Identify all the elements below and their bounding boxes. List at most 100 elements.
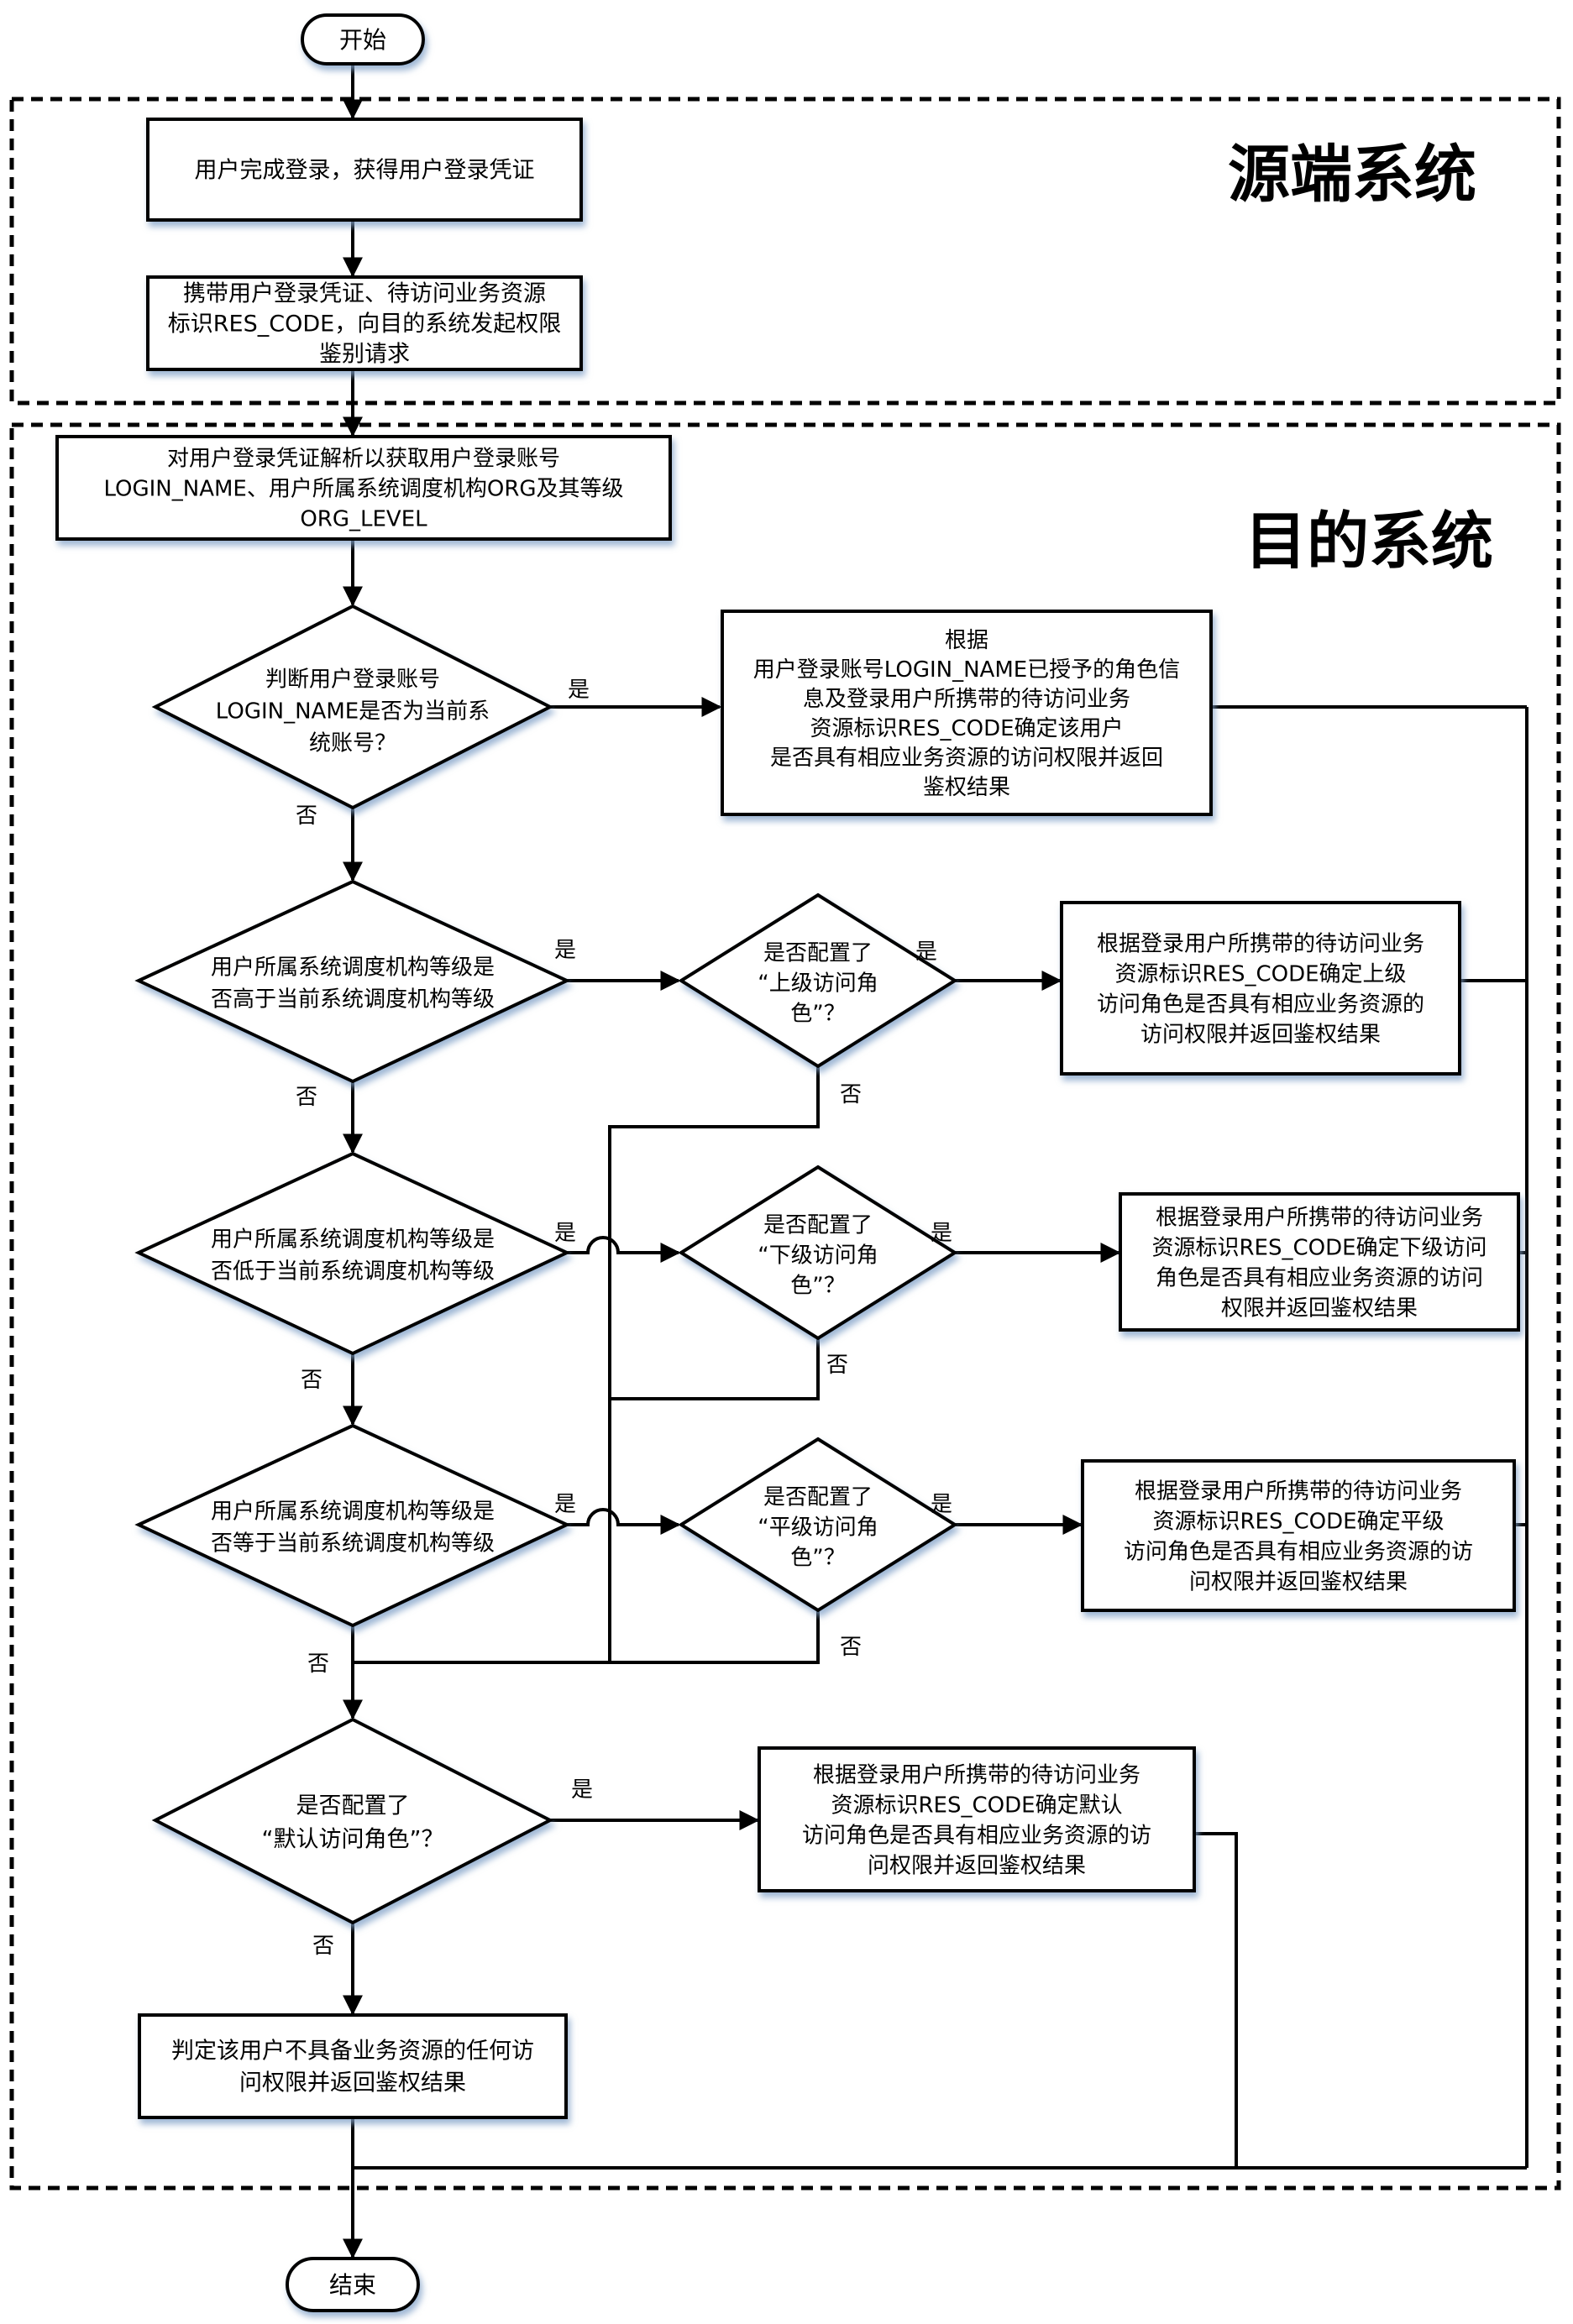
- end-node: 结束: [286, 2257, 420, 2312]
- target-system-region: [9, 422, 1561, 2191]
- peer-role-decision-text-line: 是否配置了: [763, 1484, 873, 1510]
- label-no-upper-role: 否: [840, 1082, 862, 1107]
- default-result-text-line: 根据登录用户所携带的待访问业务: [813, 1762, 1140, 1787]
- login-text-line: 用户完成登录，获得用户登录凭证: [195, 158, 535, 184]
- label-yes-upper-role: 是: [915, 940, 937, 965]
- peer-role-decision: [678, 1437, 958, 1613]
- end-label: 结束: [329, 2271, 376, 2299]
- current-account-decision-text-line: LOGIN_NAME是否为当前系: [216, 699, 490, 724]
- lower-result-text: 根据登录用户所携带的待访问业务资源标识RES_CODE确定下级访问角色是否具有相…: [1151, 1205, 1486, 1321]
- label-no-default: 否: [312, 1934, 334, 1959]
- current-account-decision: [151, 604, 554, 810]
- request-box: [146, 275, 583, 371]
- current-result-text-line: 用户登录账号LOGIN_NAME已授予的角色信: [753, 657, 1180, 683]
- upper-role-decision-text-line: 是否配置了: [763, 940, 873, 966]
- lower-role-decision: [678, 1165, 958, 1341]
- lower-role-decision-text-line: 色”？: [790, 1273, 845, 1298]
- request-text-line: 鉴别请求: [319, 342, 410, 368]
- lower-level-decision-text-line: 用户所属系统调度机构等级是: [211, 1227, 495, 1252]
- peer-role-decision-text-line: “平级访问角: [758, 1515, 878, 1540]
- edge-yes-lower: [567, 1236, 681, 1263]
- peer-result-text-line: 资源标识RES_CODE确定平级: [1152, 1509, 1444, 1534]
- lower-role-decision-text-line: “下级访问角: [758, 1243, 878, 1268]
- peer-result-box: [1081, 1459, 1516, 1612]
- parse-box: [55, 435, 672, 541]
- upper-result-text-line: 访问角色是否具有相应业务资源的: [1097, 992, 1424, 1017]
- peer-result-text-line: 根据登录用户所携带的待访问业务: [1135, 1479, 1462, 1504]
- request-text-line: 携带用户登录凭证、待访问业务资源: [183, 281, 546, 307]
- edge-no-peer-role: [610, 1610, 820, 1664]
- current-result-text-line: 资源标识RES_CODE确定该用户: [810, 716, 1123, 741]
- parse-text-line: LOGIN_NAME、用户所属系统调度机构ORG及其等级: [103, 476, 623, 501]
- start-node: 开始: [301, 13, 425, 65]
- default-result-text-line: 访问角色是否具有相应业务资源的访: [802, 1823, 1151, 1848]
- default-result-text-line: 资源标识RES_CODE确定默认: [831, 1793, 1122, 1818]
- parse-text-line: 对用户登录凭证解析以获取用户登录账号: [167, 446, 560, 471]
- lower-result-box: [1119, 1192, 1520, 1332]
- current-result-text-line: 鉴权结果: [923, 775, 1010, 800]
- target-system-label: 目的系统: [1245, 505, 1493, 578]
- rail-default: [1194, 1832, 1238, 2168]
- default-role-decision-text: 是否配置了“默认访问角色”？: [262, 1793, 444, 1853]
- label-no-lower-role: 否: [826, 1353, 848, 1378]
- start-label: 开始: [339, 26, 386, 54]
- peer-role-decision-text-line: 色”？: [790, 1545, 845, 1570]
- login-box: [146, 118, 583, 222]
- label-yes-default: 是: [571, 1777, 593, 1803]
- edge-no-upper-role: [353, 1066, 820, 1664]
- default-role-decision: [151, 1717, 554, 1925]
- higher-level-decision-text-line: 否高于当前系统调度机构等级: [211, 987, 495, 1012]
- current-result-text-line: 息及登录用户所携带的待访问业务: [803, 687, 1130, 712]
- source-system-region: [9, 97, 1561, 406]
- equal-level-decision: [134, 1423, 571, 1628]
- current-account-decision-text-line: 判断用户登录账号: [265, 667, 440, 692]
- higher-level-decision: [134, 879, 571, 1084]
- lower-result-text-line: 资源标识RES_CODE确定下级访问: [1151, 1235, 1486, 1260]
- current-result-text: 根据用户登录账号LOGIN_NAME已授予的角色信息及登录用户所携带的待访问业务…: [753, 628, 1180, 800]
- upper-role-decision-text-line: “上级访问角: [758, 971, 878, 996]
- label-yes-lower: 是: [554, 1221, 576, 1246]
- deny-text-line: 判定该用户不具备业务资源的任何访: [171, 2039, 534, 2065]
- label-no-equal: 否: [307, 1651, 329, 1677]
- upper-role-decision: [678, 892, 958, 1069]
- edge-yes-equal: [567, 1508, 681, 1535]
- upper-result-box: [1060, 901, 1461, 1076]
- current-result-text-line: 根据: [945, 628, 988, 653]
- lower-result-text-line: 根据登录用户所携带的待访问业务: [1156, 1205, 1483, 1230]
- end-shape: [286, 2257, 420, 2312]
- label-yes-lower-role: 是: [931, 1221, 952, 1246]
- lower-role-decision-text-line: 是否配置了: [763, 1212, 873, 1238]
- login-text: 用户完成登录，获得用户登录凭证: [195, 158, 535, 184]
- upper-result-text-line: 资源标识RES_CODE确定上级: [1114, 961, 1406, 987]
- label-no-higher: 否: [296, 1085, 317, 1110]
- lower-result-text-line: 权限并返回鉴权结果: [1221, 1295, 1418, 1321]
- start-shape: [301, 13, 425, 65]
- default-result-text: 根据登录用户所携带的待访问业务资源标识RES_CODE确定默认访问角色是否具有相…: [802, 1762, 1151, 1878]
- deny-text-line: 问权限并返回鉴权结果: [239, 2070, 466, 2096]
- connectors: [343, 64, 1528, 2259]
- equal-level-decision-text-line: 否等于当前系统调度机构等级: [211, 1531, 495, 1556]
- label-yes-current: 是: [568, 678, 590, 703]
- current-result-text-line: 是否具有相应业务资源的访问权限并返回: [770, 746, 1163, 771]
- source-system-label: 源端系统: [1228, 139, 1476, 211]
- edge-no-lower-role: [610, 1338, 820, 1400]
- default-role-decision-text-line: 是否配置了: [296, 1793, 410, 1819]
- parse-text: 对用户登录凭证解析以获取用户登录账号 LOGIN_NAME、用户所属系统调度机构O…: [103, 446, 623, 531]
- label-yes-higher: 是: [554, 938, 576, 963]
- deny-box: [138, 2013, 568, 2119]
- higher-level-decision-text-line: 用户所属系统调度机构等级是: [211, 955, 495, 980]
- label-no-lower: 否: [301, 1368, 322, 1393]
- request-text-line: 标识RES_CODE，向目的系统发起权限: [168, 311, 561, 338]
- upper-result-text-line: 根据登录用户所携带的待访问业务: [1097, 931, 1424, 956]
- current-account-decision-text-line: 统账号？: [309, 730, 396, 756]
- lower-result-text-line: 角色是否具有相应业务资源的访问: [1156, 1265, 1483, 1290]
- parse-text-line: ORG_LEVEL: [300, 506, 427, 531]
